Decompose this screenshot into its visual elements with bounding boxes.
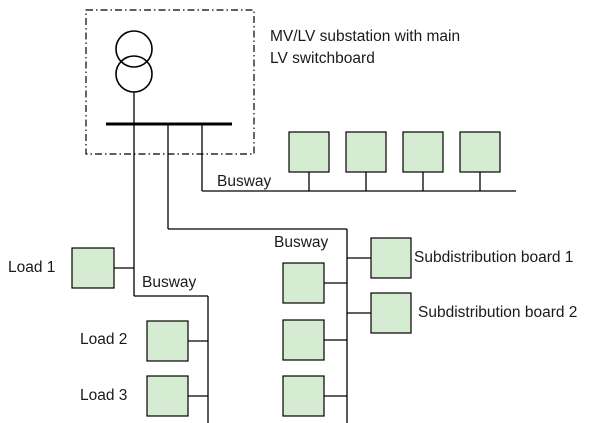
subdistribution-board-1-label: Subdistribution board 1 [414,249,573,266]
top-busway-box [459,131,501,173]
middle-busway-box [282,375,325,417]
subdistribution-board-2-label: Subdistribution board 2 [418,304,577,321]
load-2-box [146,320,189,362]
busway-left-label: Busway [142,274,197,291]
transformer-secondary-winding [115,55,153,93]
transformer-primary-winding [115,30,153,68]
busway-top-label: Busway [217,173,272,190]
load-2-label: Load 2 [80,331,127,348]
load-3-label: Load 3 [80,387,127,404]
top-busway-box [345,131,387,173]
substation-title-line1: MV/LV substation with main [270,28,460,45]
top-busway-box [288,131,330,173]
subdistribution-board-1-box [370,237,412,279]
middle-busway-box [282,262,325,304]
top-busway-box [402,131,444,173]
load-3-box [146,375,189,417]
substation-title-line2: LV switchboard [270,50,375,67]
substation-enclosure [85,9,255,155]
middle-busway-box [282,319,325,361]
load-1-label: Load 1 [8,259,55,276]
subdistribution-board-2-box [370,292,412,334]
busway-middle-label: Busway [274,234,329,251]
load-1-box [71,247,115,289]
